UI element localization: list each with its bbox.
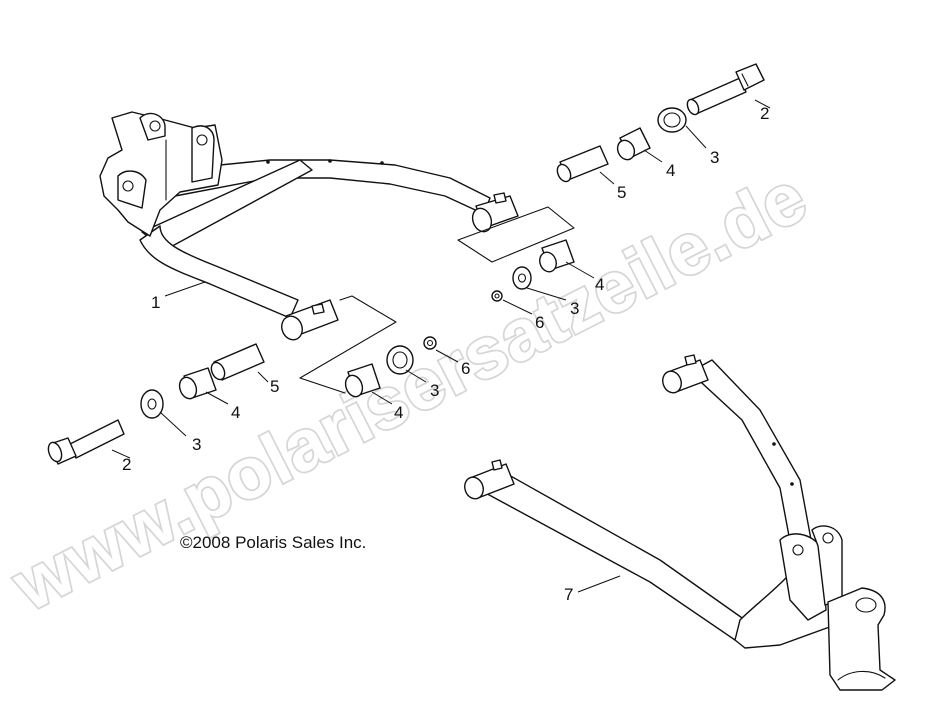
- callout-7: 7: [564, 585, 573, 604]
- bushing-left: [178, 367, 217, 400]
- mount-plane-right: [457, 206, 575, 263]
- callout-5-left: 5: [270, 377, 279, 396]
- washer-right-upper: [657, 107, 687, 133]
- nut-right: [491, 290, 503, 302]
- bushing-right-upper: [616, 127, 651, 161]
- upper-a-arm: [99, 111, 519, 341]
- bolt-right: [686, 63, 765, 116]
- callout-4-left: 4: [231, 403, 240, 422]
- callout-6-center: 6: [461, 359, 470, 378]
- washer-right-lower: [512, 266, 532, 290]
- callout-4-center: 4: [394, 403, 403, 422]
- watermark-text: www.polarisersatzeile.de: [0, 157, 819, 627]
- sleeve-left: [210, 343, 265, 381]
- callout-2-right: 2: [760, 104, 769, 123]
- callout-4-right-lower: 4: [595, 275, 604, 294]
- callout-2-left: 2: [122, 455, 131, 474]
- bolt-left: [47, 419, 125, 465]
- callout-1: 1: [151, 293, 160, 312]
- copyright-text: ©2008 Polaris Sales Inc.: [180, 533, 366, 552]
- callout-3-right-upper: 3: [710, 148, 719, 167]
- callout-4-right-upper: 4: [666, 161, 675, 180]
- washer-left: [140, 389, 164, 419]
- callout-3-right-lower: 3: [570, 299, 579, 318]
- callout-5-right: 5: [617, 183, 626, 202]
- washer-center: [386, 345, 414, 375]
- sleeve-right: [556, 145, 609, 183]
- callout-3-center: 3: [430, 381, 439, 400]
- bushing-center: [344, 363, 381, 398]
- lower-a-arm: [464, 354, 896, 691]
- mount-plane-left: [299, 295, 397, 379]
- callout-3-left: 3: [192, 435, 201, 454]
- callout-6-right: 6: [535, 313, 544, 332]
- nut-center: [423, 336, 437, 350]
